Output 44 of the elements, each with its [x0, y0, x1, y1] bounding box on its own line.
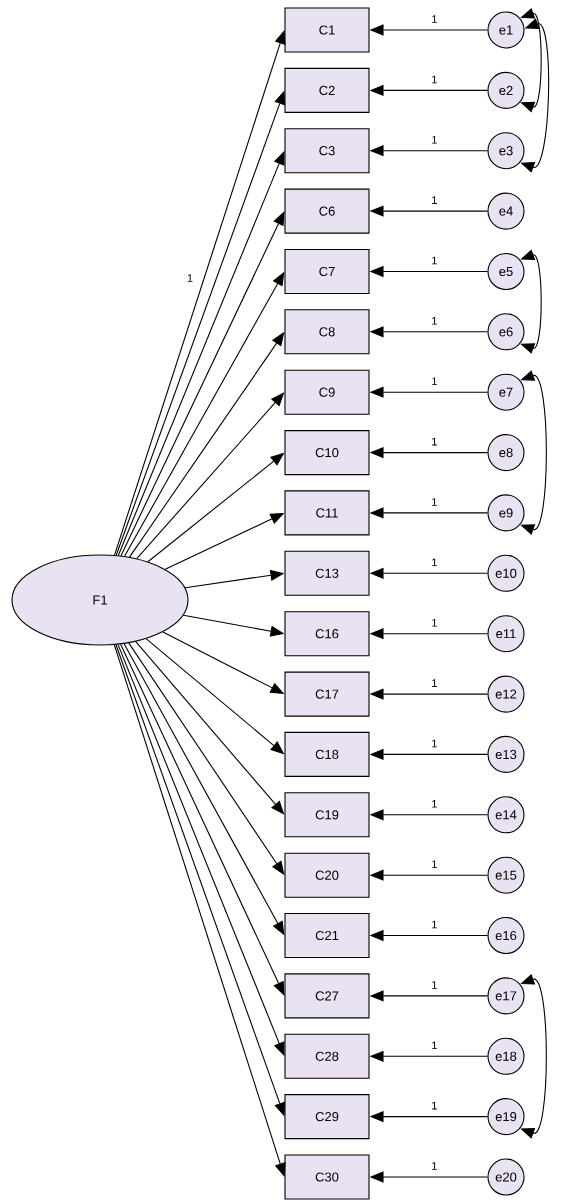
observed-variable-box: C6: [284, 188, 370, 234]
observed-variable-box: C10: [284, 430, 370, 476]
edge-label: 1: [430, 74, 439, 85]
edge-label: 1: [430, 316, 439, 326]
observed-variable-box: C8: [284, 309, 370, 355]
observed-variable-box: C30: [284, 1154, 370, 1200]
edge-label: 1: [430, 195, 439, 205]
observed-variable-box: C9: [284, 369, 370, 415]
edge-label: 1: [430, 14, 439, 24]
edge-label: 1: [430, 255, 439, 266]
edge-label: 1: [185, 273, 195, 283]
observed-variable-box: C2: [284, 67, 370, 113]
edge-label: 1: [430, 678, 439, 688]
observed-variable-box: C29: [284, 1094, 370, 1140]
edge-label: 1: [430, 859, 439, 869]
edge-label: 1: [430, 1040, 439, 1051]
edge-label: 1: [430, 376, 439, 386]
observed-variable-box: C19: [284, 792, 370, 838]
observed-variable-box: C7: [284, 248, 370, 295]
edge-label: 1: [430, 497, 439, 507]
edge-label: 1: [430, 617, 439, 628]
observed-variable-box: C17: [284, 671, 370, 717]
observed-variable-box: C3: [284, 128, 370, 174]
observed-variable-box: C27: [284, 973, 370, 1019]
observed-variable-box: C11: [284, 490, 370, 536]
edge-label: 1: [430, 1161, 439, 1171]
observed-variable-box: C18: [284, 731, 370, 777]
observed-variable-box: C20: [284, 852, 370, 898]
path-arrow: [135, 641, 285, 815]
edge-label: 1: [430, 980, 439, 990]
edge-label: 1: [430, 799, 439, 809]
edge-label: 1: [430, 919, 439, 930]
edge-label: 1: [430, 134, 439, 145]
observed-variable-box: C13: [284, 550, 370, 596]
edge-label: 1: [430, 557, 439, 568]
path-arrow: [120, 211, 285, 557]
path-arrow: [120, 643, 285, 996]
edge-label: 1: [430, 738, 439, 749]
observed-variable-box: C21: [284, 912, 370, 959]
observed-variable-box: C28: [284, 1033, 370, 1079]
observed-variable-box: C1: [284, 7, 370, 53]
edge-label: 1: [430, 1100, 439, 1111]
edge-label: 1: [430, 436, 439, 447]
observed-variable-box: C16: [284, 611, 370, 657]
